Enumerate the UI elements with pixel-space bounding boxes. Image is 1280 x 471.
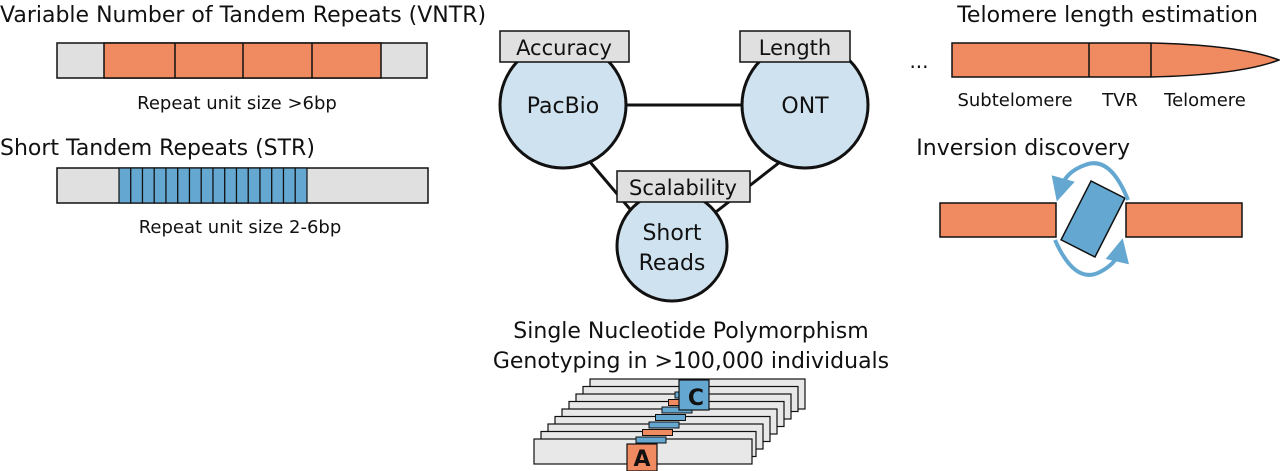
snp-panel: Single Nucleotide Polymorphism Genotypin… bbox=[493, 319, 889, 471]
str-unit bbox=[294, 167, 308, 204]
str-caption: Repeat unit size 2-6bp bbox=[139, 217, 342, 238]
subtelomere-label: Subtelomere bbox=[957, 90, 1072, 111]
str-unit bbox=[224, 167, 238, 204]
short-reads-label-1: Short bbox=[642, 221, 701, 246]
str-panel: Short Tandem Repeats (STR) Repeat unit s… bbox=[0, 136, 429, 238]
inversion-title: Inversion discovery bbox=[916, 136, 1130, 161]
scalability-tag: Scalability bbox=[629, 176, 737, 200]
str-unit bbox=[165, 167, 179, 204]
allele-marker bbox=[642, 429, 673, 436]
str-unit bbox=[118, 167, 132, 204]
vntr-panel: Variable Number of Tandem Repeats (VNTR)… bbox=[0, 3, 486, 114]
telomere-title: Telomere length estimation bbox=[956, 3, 1258, 28]
str-unit bbox=[188, 167, 202, 204]
str-unit bbox=[247, 167, 261, 204]
str-unit bbox=[141, 167, 155, 204]
allele-marker bbox=[648, 421, 680, 429]
str-unit bbox=[212, 167, 226, 204]
allele-c: C bbox=[688, 386, 704, 411]
str-unit bbox=[235, 167, 249, 204]
inversion-panel: Inversion discovery bbox=[916, 136, 1243, 277]
tvr-label: TVR bbox=[1101, 90, 1138, 111]
telomere-panel: Telomere length estimation ... Subtelome… bbox=[909, 3, 1280, 111]
str-repeats bbox=[118, 167, 308, 204]
snp-title-2: Genotyping in >100,000 individuals bbox=[493, 349, 889, 374]
allele-marker bbox=[635, 436, 667, 444]
short-reads-circle bbox=[615, 189, 729, 303]
accuracy-tag: Accuracy bbox=[516, 36, 612, 60]
str-unit bbox=[130, 167, 144, 204]
short-reads-label-2: Reads bbox=[639, 251, 706, 276]
str-unit bbox=[153, 167, 167, 204]
vntr-title: Variable Number of Tandem Repeats (VNTR) bbox=[0, 3, 486, 28]
ellipsis: ... bbox=[909, 49, 928, 73]
allele-a-box bbox=[626, 443, 658, 471]
telomere-label: Telomere bbox=[1163, 90, 1246, 111]
str-unit bbox=[177, 167, 191, 204]
arrow-top-icon bbox=[1051, 161, 1130, 202]
inverted-segment bbox=[1060, 179, 1126, 259]
str-title: Short Tandem Repeats (STR) bbox=[0, 136, 315, 161]
snp-title-1: Single Nucleotide Polymorphism bbox=[513, 319, 868, 344]
str-unit bbox=[282, 167, 296, 204]
vntr-caption: Repeat unit size >6bp bbox=[137, 93, 337, 114]
allele-marker bbox=[655, 414, 686, 421]
str-unit bbox=[271, 167, 285, 204]
read-stack bbox=[533, 378, 806, 471]
str-unit bbox=[259, 167, 273, 204]
allele-a: A bbox=[633, 447, 650, 471]
allele-c-box bbox=[678, 379, 710, 411]
telomere-bar bbox=[951, 42, 1280, 78]
str-unit bbox=[200, 167, 214, 204]
ont-label: ONT bbox=[781, 94, 829, 119]
arrow-bottom-icon bbox=[1053, 238, 1129, 277]
length-tag: Length bbox=[759, 36, 831, 60]
technology-triangle: PacBio ONT Short Reads Accuracy Length S… bbox=[498, 30, 870, 303]
pacbio-label: PacBio bbox=[527, 94, 600, 119]
